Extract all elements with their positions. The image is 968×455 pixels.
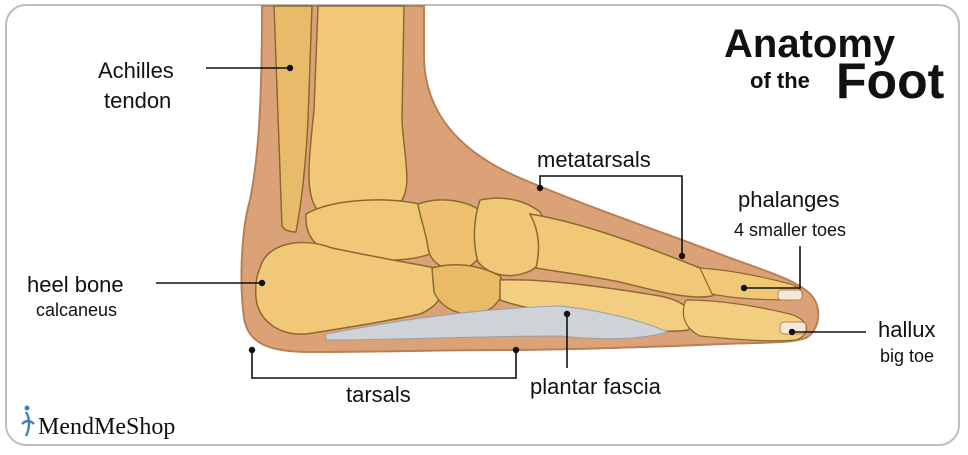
label-phalanges: phalanges <box>738 187 840 212</box>
label-heel-bone: heel bone <box>27 272 124 297</box>
label-phalanges-sub: 4 smaller toes <box>734 220 846 240</box>
label-achilles-line2: tendon <box>104 88 171 113</box>
label-hallux: hallux <box>878 317 935 342</box>
brand-name: MendMeShop <box>38 414 175 440</box>
title-foot: Foot <box>836 53 945 109</box>
label-tarsals: tarsals <box>346 382 411 407</box>
label-metatarsals: metatarsals <box>537 147 651 172</box>
title-of-the: of the <box>750 68 810 93</box>
toenail-small <box>778 290 802 300</box>
label-hallux-sub: big toe <box>880 346 934 366</box>
tibia-bone <box>309 6 407 219</box>
label-plantar-fascia: plantar fascia <box>530 374 662 399</box>
label-achilles-line1: Achilles <box>98 58 174 83</box>
label-heel-bone-sub: calcaneus <box>36 300 117 320</box>
